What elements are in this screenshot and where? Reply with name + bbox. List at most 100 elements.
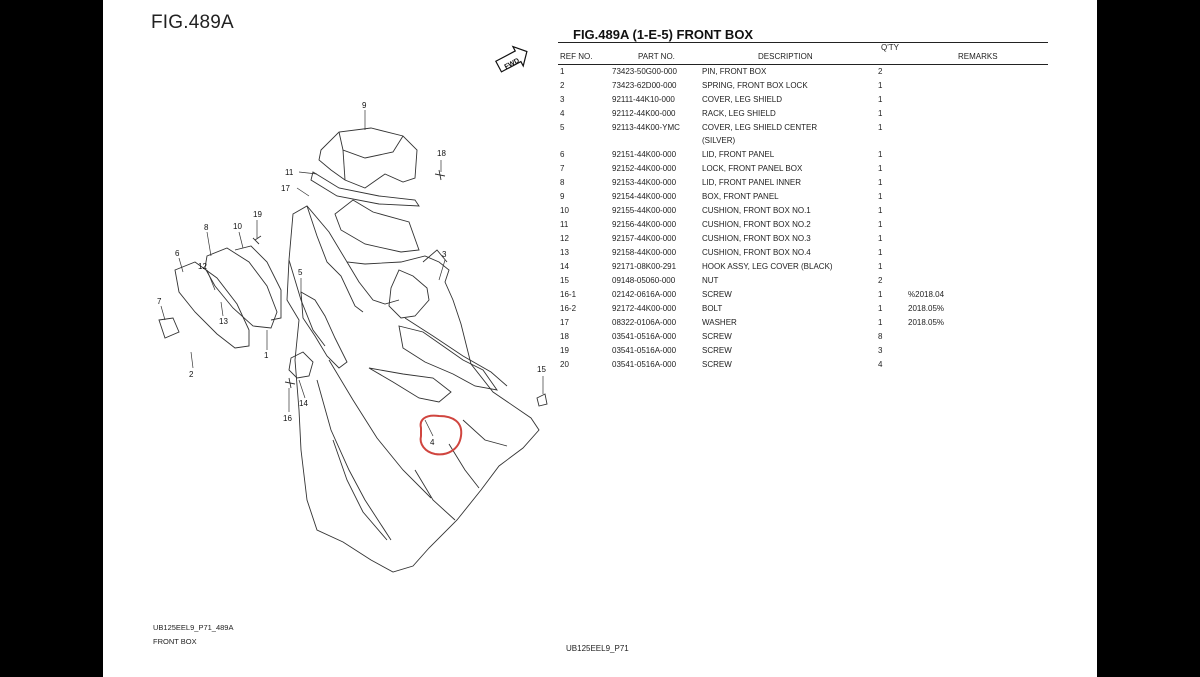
qty-cell: 1 bbox=[878, 206, 883, 215]
ref-cell: 12 bbox=[560, 234, 569, 243]
catalog-page: FIG.489A bbox=[103, 0, 1097, 677]
callout-3: 3 bbox=[442, 250, 447, 259]
part-number-cell: 92152-44K00-000 bbox=[612, 164, 677, 173]
part-number-cell: 92158-44K00-000 bbox=[612, 248, 677, 257]
qty-cell: 8 bbox=[878, 332, 883, 341]
callout-10: 10 bbox=[233, 222, 242, 231]
qty-cell: 3 bbox=[878, 346, 883, 355]
part-number-cell: 92112-44K00-000 bbox=[612, 109, 676, 118]
part-number-cell: 03541-0516A-000 bbox=[612, 346, 677, 355]
description-cell: SCREW bbox=[702, 290, 732, 299]
qty-header: Q'TY bbox=[881, 43, 899, 52]
ref-cell: 3 bbox=[560, 95, 565, 104]
description-cell: SPRING, FRONT BOX LOCK bbox=[702, 81, 808, 90]
footer-name: FRONT BOX bbox=[153, 637, 197, 646]
ref-cell: 5 bbox=[560, 123, 565, 132]
callout-4: 4 bbox=[430, 438, 435, 447]
part-number-cell: 73423-62D00-000 bbox=[612, 81, 677, 90]
qty-cell: 1 bbox=[878, 290, 883, 299]
qty-cell: 1 bbox=[878, 178, 883, 187]
callout-2: 2 bbox=[189, 370, 194, 379]
part-number-cell: 92172-44K00-000 bbox=[612, 304, 677, 313]
part-number-cell: 09148-05060-000 bbox=[612, 276, 676, 285]
part-number-cell: 92171-08K00-291 bbox=[612, 262, 677, 271]
part-number-cell: 92153-44K00-000 bbox=[612, 178, 677, 187]
description-cell: RACK, LEG SHIELD bbox=[702, 109, 776, 118]
callout-5: 5 bbox=[298, 268, 303, 277]
ref-cell: 4 bbox=[560, 109, 565, 118]
header-ref: REF NO. bbox=[560, 52, 593, 61]
qty-cell: 1 bbox=[878, 248, 883, 257]
part-6-lid bbox=[174, 261, 250, 349]
ref-cell: 18 bbox=[560, 332, 569, 341]
qty-cell: 4 bbox=[878, 360, 883, 369]
callout-12: 12 bbox=[198, 262, 207, 271]
part-number-cell: 92155-44K00-000 bbox=[612, 206, 677, 215]
ref-cell: 17 bbox=[560, 318, 569, 327]
callout-9: 9 bbox=[362, 101, 367, 110]
exploded-diagram: 9 18 11 17 19 10 8 6 12 3 5 7 13 1 2 15 … bbox=[157, 45, 548, 573]
description-cell: CUSHION, FRONT BOX NO.3 bbox=[702, 234, 811, 243]
description-cell: LOCK, FRONT PANEL BOX bbox=[702, 164, 803, 173]
part-number-cell: 92156-44K00-000 bbox=[612, 220, 677, 229]
header-desc: DESCRIPTION bbox=[758, 52, 813, 61]
description-cell: BOLT bbox=[702, 304, 723, 313]
description-cell: WASHER bbox=[702, 318, 737, 327]
part-number-cell: 08322-0106A-000 bbox=[612, 318, 677, 327]
callout-8: 8 bbox=[204, 223, 209, 232]
remarks-cell: %2018.04 bbox=[908, 290, 945, 299]
qty-cell: 1 bbox=[878, 164, 883, 173]
ref-cell: 19 bbox=[560, 346, 569, 355]
description-cell: COVER, LEG SHIELD CENTER bbox=[702, 123, 818, 132]
callout-1: 1 bbox=[264, 351, 269, 360]
table-row: 19 03541-0516A-000 SCREW 3 bbox=[558, 345, 1048, 359]
qty-cell: 1 bbox=[878, 109, 883, 118]
callout-labels: 9 18 11 17 19 10 8 6 12 3 5 7 13 1 2 15 … bbox=[157, 101, 546, 447]
ref-cell: 9 bbox=[560, 192, 565, 201]
ref-cell: 16-2 bbox=[560, 304, 577, 313]
table-row: 4 92112-44K00-000 RACK, LEG SHIELD 1 bbox=[558, 108, 1048, 122]
ref-cell: 8 bbox=[560, 178, 565, 187]
callout-14: 14 bbox=[299, 399, 308, 408]
table-row: 12 92157-44K00-000 CUSHION, FRONT BOX NO.3… bbox=[558, 233, 1048, 247]
description-cell: SCREW bbox=[702, 346, 732, 355]
ref-cell: 11 bbox=[560, 220, 569, 229]
callout-19: 19 bbox=[253, 210, 262, 219]
part-number-cell: 03541-0516A-000 bbox=[612, 332, 677, 341]
description-cell: LID, FRONT PANEL bbox=[702, 150, 775, 159]
ref-cell: 14 bbox=[560, 262, 569, 271]
callout-17: 17 bbox=[281, 184, 290, 193]
qty-cell: 1 bbox=[878, 95, 883, 104]
ref-cell: 10 bbox=[560, 206, 569, 215]
qty-cell: 1 bbox=[878, 81, 883, 90]
part-number-cell: 92157-44K00-000 bbox=[612, 234, 677, 243]
remarks-cell: 2018.05% bbox=[908, 318, 945, 327]
qty-cell: 1 bbox=[878, 220, 883, 229]
ref-cell: 2 bbox=[560, 81, 565, 90]
part-number-cell: 73423-50G00-000 bbox=[612, 67, 677, 76]
ref-cell: 6 bbox=[560, 150, 565, 159]
callout-7: 7 bbox=[157, 297, 162, 306]
description-cell: PIN, FRONT BOX bbox=[702, 67, 767, 76]
table-row: 2 73423-62D00-000 SPRING, FRONT BOX LOCK 1 bbox=[558, 80, 1048, 94]
qty-cell: 1 bbox=[878, 192, 883, 201]
qty-cell: 1 bbox=[878, 304, 883, 313]
header-part: PART NO. bbox=[638, 52, 675, 61]
part-number-cell: 02142-0616A-000 bbox=[612, 290, 677, 299]
callout-15: 15 bbox=[537, 365, 546, 374]
description-cell: HOOK ASSY, LEG COVER (BLACK) bbox=[702, 262, 833, 271]
ref-cell: 13 bbox=[560, 248, 569, 257]
highlight-mark bbox=[419, 414, 463, 456]
ref-cell: 1 bbox=[560, 67, 565, 76]
part-9-box bbox=[318, 127, 418, 189]
